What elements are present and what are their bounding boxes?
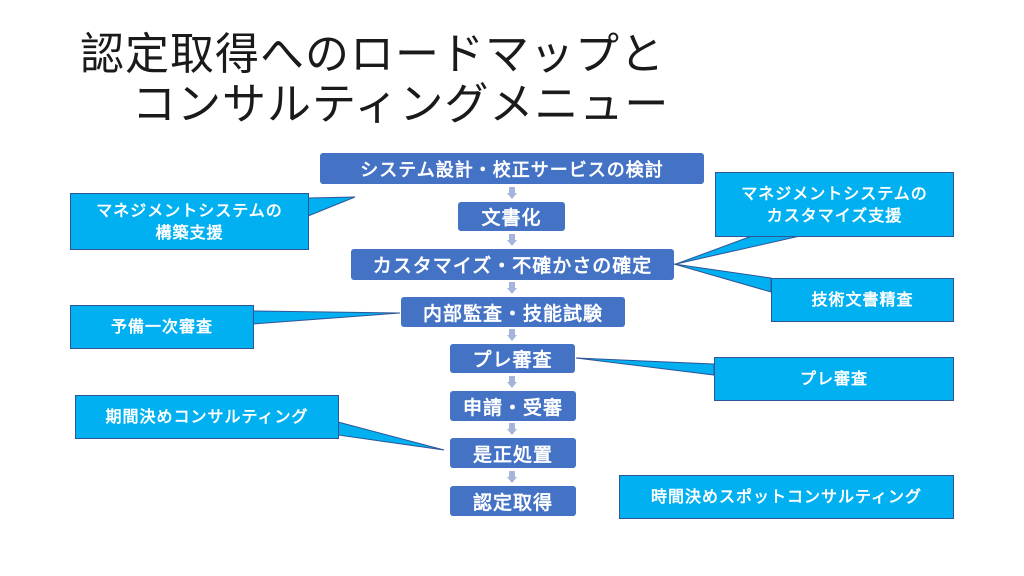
- flow-arrow-icon: [507, 423, 517, 436]
- step-accreditation: 認定取得: [450, 486, 576, 516]
- callout-line-1: マネジメントシステムの: [741, 183, 928, 203]
- callout-term-consulting: 期間決めコンサルティング: [75, 395, 339, 439]
- step-label: カスタマイズ・不確かさの確定: [372, 255, 653, 277]
- step-system-design: システム設計・校正サービスの検討: [320, 153, 704, 184]
- callout-tail-preliminary-review: [252, 310, 401, 325]
- flow-arrow-icon: [507, 376, 517, 389]
- step-label: 認定取得: [472, 491, 553, 514]
- callout-line-2: 構築支援: [155, 222, 224, 242]
- step-label: 申請・受審: [462, 396, 563, 419]
- callout-preliminary-review: 予備一次審査: [70, 305, 254, 349]
- callout-spot-consulting: 時間決めスポットコンサルティング: [619, 475, 954, 519]
- callout-tail-build-support: [307, 196, 356, 217]
- flow-arrow-icon: [507, 187, 517, 200]
- flow-arrow-icon: [507, 329, 517, 342]
- title-line-2: コンサルティングメニュー: [132, 79, 670, 130]
- step-customize: カスタマイズ・不確かさの確定: [351, 249, 674, 280]
- callout-tail-customize-support: [675, 235, 801, 265]
- callout-line-1: 予備一次審査: [110, 317, 213, 336]
- callout-customize-support: マネジメントシステムの カスタマイズ支援: [715, 172, 954, 237]
- step-label: プレ審査: [472, 349, 553, 371]
- flow-arrow-icon: [507, 282, 517, 295]
- step-label: 是正処置: [472, 443, 553, 466]
- callout-tail-pre-review: [575, 357, 715, 376]
- step-label: 内部監査・技能試験: [422, 302, 603, 325]
- step-internal-audit: 内部監査・技能試験: [401, 297, 625, 327]
- callout-line-1: 期間決めコンサルティング: [105, 407, 309, 426]
- callout-tail-tech-doc-review: [673, 263, 772, 293]
- callout-line-2: カスタマイズ支援: [766, 205, 903, 225]
- step-application: 申請・受審: [450, 391, 576, 421]
- slide-title: 認定取得へのロードマップと コンサルティングメニュー: [80, 30, 669, 130]
- callout-line-1: 技術文書精査: [811, 290, 914, 309]
- callout-line-1: 時間決めスポットコンサルティング: [650, 487, 923, 506]
- callout-line-1: マネジメントシステムの: [96, 200, 283, 220]
- step-documentation: 文書化: [458, 202, 565, 231]
- step-corrective-action: 是正処置: [450, 438, 576, 468]
- step-label: システム設計・校正サービスの検討: [360, 159, 664, 181]
- callout-tech-doc-review: 技術文書精査: [771, 278, 954, 322]
- flow-arrow-icon: [507, 234, 517, 247]
- callout-pre-review: プレ審査: [714, 357, 954, 401]
- callout-line-1: プレ審査: [799, 369, 868, 388]
- step-label: 文書化: [481, 207, 542, 229]
- step-pre-review: プレ審査: [450, 344, 575, 373]
- title-line-1: 認定取得へのロードマップと: [80, 29, 665, 80]
- callout-tail-term-consulting: [337, 421, 445, 451]
- callout-build-support: マネジメントシステムの 構築支援: [70, 193, 309, 250]
- flow-arrow-icon: [507, 471, 517, 484]
